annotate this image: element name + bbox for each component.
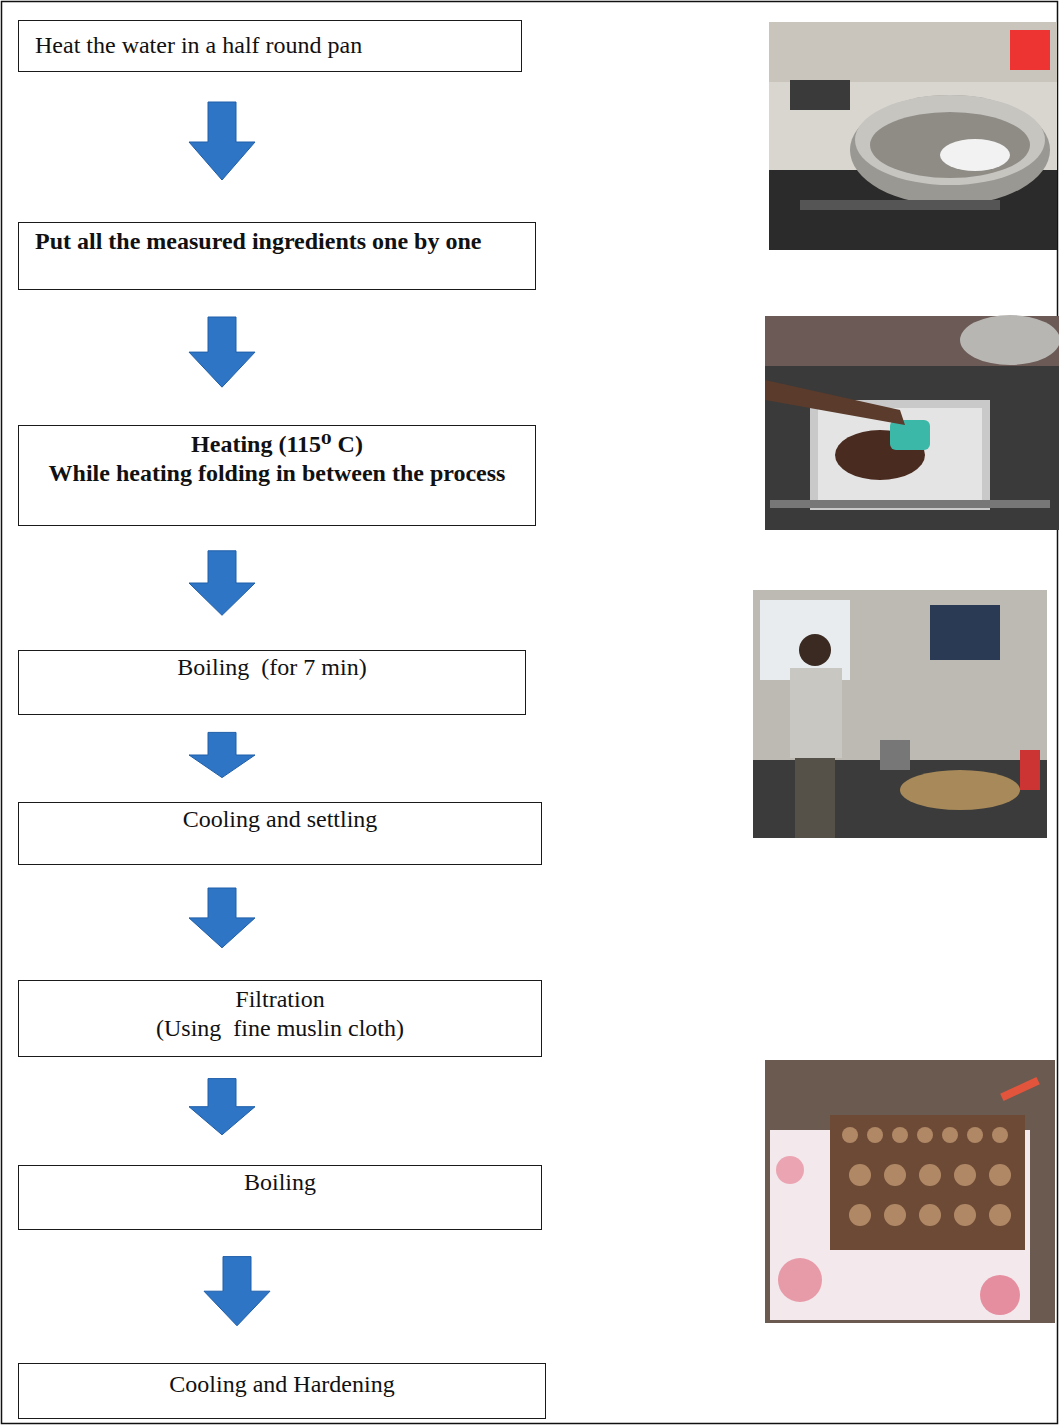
step-text: Heat the water in a half round pan [35, 31, 507, 60]
process-box: Boiling (for 7 min) [18, 650, 526, 715]
step-text: Filtration [29, 985, 531, 1014]
block-arrow [189, 317, 255, 387]
process-box: Cooling and settling [18, 802, 542, 865]
process-box: Heating (115⁰ C)While heating folding in… [18, 425, 536, 526]
step-text: Boiling (for 7 min) [29, 653, 515, 682]
block-arrow [204, 1257, 270, 1326]
photo-chocolate-mould [765, 1060, 1055, 1323]
photo-tray [765, 315, 1059, 530]
photo-person-cooking [753, 590, 1047, 838]
step-text: Heating (115⁰ C) [29, 430, 525, 459]
photo-pan-on-stove [769, 22, 1057, 250]
step-text: While heating folding in between the pro… [29, 459, 525, 488]
block-arrow [189, 732, 255, 777]
process-box: Boiling [18, 1165, 542, 1230]
process-box: Filtration(Using fine muslin cloth) [18, 980, 542, 1057]
block-arrow [189, 1079, 255, 1135]
block-arrow [189, 551, 255, 616]
process-box: Heat the water in a half round pan [18, 20, 522, 72]
step-text: Cooling and settling [29, 805, 531, 834]
step-text: Boiling [29, 1168, 531, 1197]
process-box: Put all the measured ingredients one by … [18, 222, 536, 290]
step-text: Cooling and Hardening [29, 1370, 535, 1399]
block-arrow [189, 888, 255, 948]
step-text: Put all the measured ingredients one by … [35, 227, 525, 256]
process-box: Cooling and Hardening [18, 1363, 546, 1419]
block-arrow [189, 102, 255, 180]
step-text: (Using fine muslin cloth) [29, 1014, 531, 1043]
